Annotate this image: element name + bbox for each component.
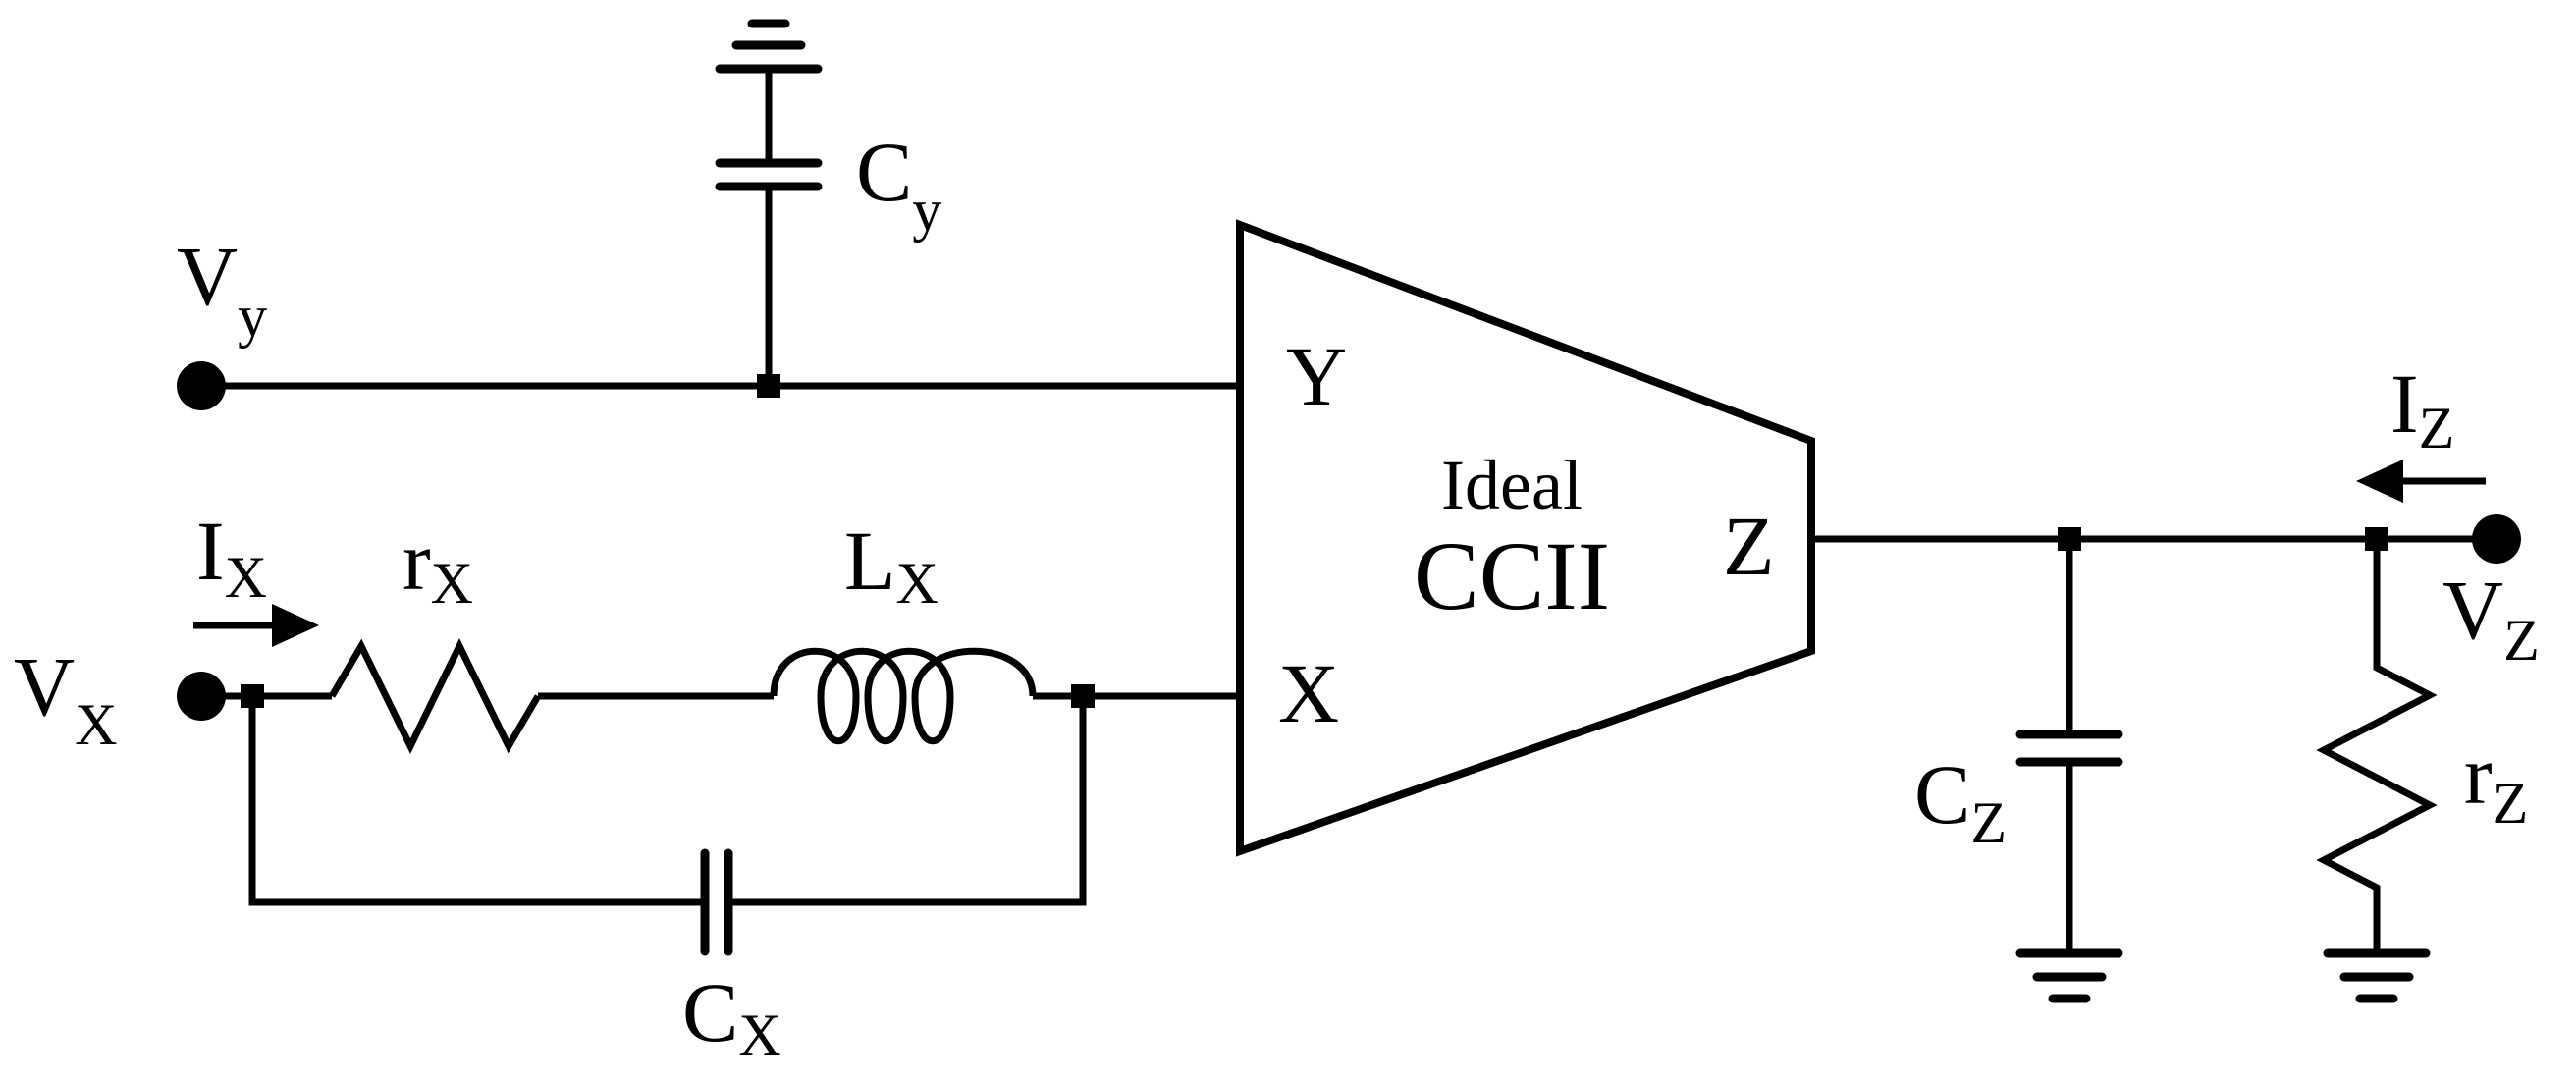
- iz-label: IZ: [2390, 356, 2454, 460]
- vy-label: Vy: [177, 229, 267, 349]
- pin-y-label: Y: [1286, 329, 1347, 423]
- rz-label: rZ: [2464, 728, 2528, 836]
- vz-terminal: [2472, 514, 2521, 564]
- rz-resistor: [2316, 539, 2438, 953]
- block-title-ideal: Ideal: [1441, 446, 1583, 524]
- ix-label: IX: [196, 504, 267, 610]
- vz-label: VZ: [2442, 563, 2540, 673]
- vx-terminal: [177, 672, 226, 721]
- lx-inductor: [770, 647, 1037, 744]
- ccii-block: [1236, 219, 1815, 857]
- block-title-ccii: CCII: [1414, 521, 1610, 630]
- cz-label: CZ: [1914, 747, 2007, 855]
- iz-arrow: [2356, 460, 2486, 503]
- cx-label: CX: [682, 965, 781, 1067]
- cx-wire-right: [728, 696, 1087, 906]
- rx-label: rX: [402, 514, 473, 616]
- ix-arrow: [193, 604, 319, 647]
- y-input-network: [201, 19, 1240, 398]
- cx-wire-left: [248, 696, 705, 906]
- vx-label: VX: [14, 639, 117, 757]
- x-input-network: [201, 638, 1240, 956]
- z-output-network: [1811, 527, 2496, 1003]
- vy-terminal: [177, 361, 226, 410]
- lx-label: LX: [844, 514, 939, 616]
- pin-x-label: X: [1278, 646, 1339, 740]
- rx-resistor: [328, 638, 542, 754]
- pin-z-label: Z: [1723, 499, 1775, 593]
- cy-label: Cy: [856, 125, 941, 243]
